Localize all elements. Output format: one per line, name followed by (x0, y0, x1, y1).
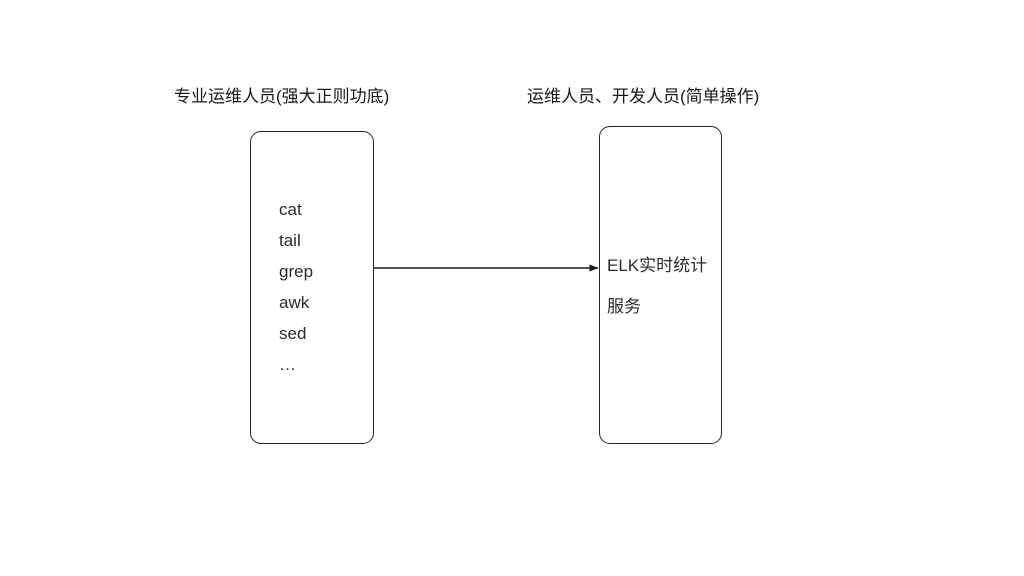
left-group-caption: 专业运维人员(强大正则功底) (174, 87, 390, 106)
right-group-caption: 运维人员、开发人员(简单操作) (527, 87, 760, 106)
list-item: cat (279, 200, 302, 219)
list-item: … (279, 355, 296, 374)
elk-service-label: ELK实时统计服务 (607, 256, 708, 316)
list-item: grep (279, 262, 314, 281)
elk-service-box[interactable]: ELK实时统计服务 (599, 126, 722, 444)
cli-tool-list: cat tail grep awk sed … (279, 194, 313, 380)
list-item: awk (279, 293, 310, 312)
list-item: tail (279, 231, 301, 250)
cli-tools-box[interactable]: cat tail grep awk sed … (250, 131, 374, 444)
list-item: sed (279, 324, 307, 343)
